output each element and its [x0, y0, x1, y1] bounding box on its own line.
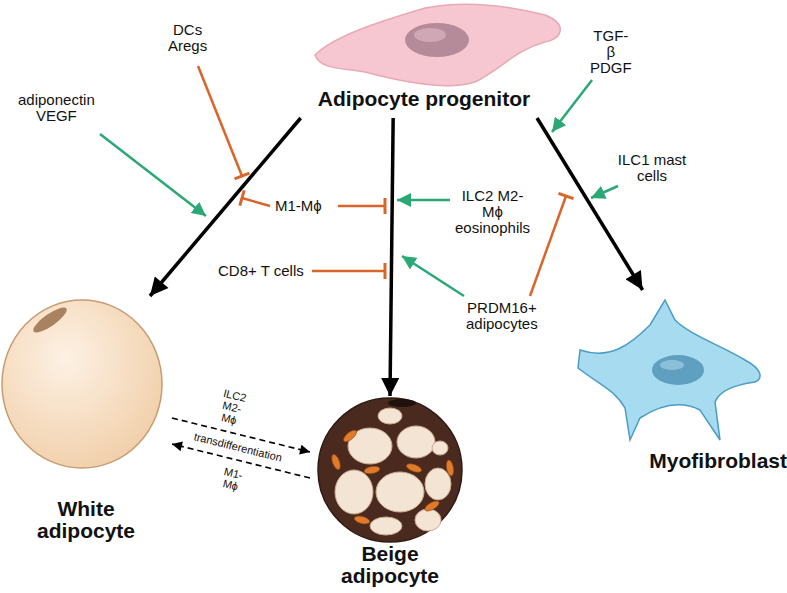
differentiation-arrow — [537, 118, 643, 290]
activation-arrow — [402, 256, 464, 296]
regulator-label: TGF-β PDGF — [590, 28, 632, 76]
white-adipocyte: White adipocyte — [0, 296, 172, 556]
lipid-droplet — [397, 426, 435, 458]
progenitor-cell: Adipocyte progenitor — [275, 0, 573, 118]
inhibition-line — [198, 66, 242, 176]
inhibition-line — [530, 196, 566, 296]
regulator-label: CD8+ T cells — [218, 263, 304, 279]
inhibition-line — [242, 198, 270, 206]
differentiation-arrow — [390, 118, 393, 396]
cell-body — [578, 300, 760, 440]
activation-arrow — [591, 186, 618, 198]
activation-arrow — [100, 134, 206, 216]
edge-label: ILC2 M2-Mϕ — [216, 387, 247, 428]
nucleus — [405, 23, 469, 57]
nucleus — [30, 304, 70, 337]
inhibition-bar — [384, 263, 387, 279]
regulator-label: DCs Aregs — [168, 22, 207, 54]
mitochondrion — [405, 462, 422, 474]
nucleus — [652, 355, 704, 385]
mitochondrion — [330, 453, 342, 470]
mitochondrion — [342, 428, 359, 444]
inhibition-bar — [384, 198, 387, 214]
mitochondrion — [353, 515, 370, 526]
mitochondrion — [423, 499, 440, 513]
lipid-droplet — [425, 468, 451, 500]
inhibition-bar — [558, 193, 573, 198]
cell-name: Beige adipocyte — [335, 543, 445, 587]
lipid-droplet — [415, 509, 441, 531]
activation-arrow — [552, 80, 592, 132]
lipid-droplet — [335, 470, 373, 514]
lipid-droplet — [376, 472, 424, 512]
mitochondrion — [364, 465, 381, 475]
nucleus — [388, 399, 416, 407]
regulator-label: adiponectin VEGF — [18, 92, 95, 124]
regulator-label: ILC1 mast cells — [612, 152, 692, 184]
cell-name: Adipocyte progenitor — [275, 88, 573, 110]
edge-label: M1-Mϕ — [220, 465, 244, 493]
myofibroblast-cell: Myofibroblast — [570, 290, 787, 480]
inhibition-bar — [235, 173, 250, 179]
cell-body — [318, 398, 462, 542]
lipid-cell — [2, 300, 162, 468]
activation-arrow — [397, 199, 450, 202]
inhibition-line — [338, 205, 385, 208]
inhibition-line — [312, 270, 385, 273]
regulator-label: PRDM16+ adipocytes — [466, 300, 538, 332]
process-label: transdifferentiation — [193, 430, 284, 463]
regulator-label: M1-Mϕ — [275, 198, 322, 214]
lipid-droplet — [432, 441, 448, 455]
lipid-droplet — [378, 408, 402, 424]
nucleus-highlight — [660, 360, 684, 370]
lipid-droplet — [370, 517, 402, 535]
cell-name: Myofibroblast — [570, 450, 787, 472]
inhibition-bar — [240, 190, 244, 205]
nucleus-highlight — [414, 28, 446, 42]
cell-name: White adipocyte — [26, 498, 146, 542]
cell-body — [315, 4, 560, 86]
mitochondrion — [445, 460, 455, 477]
beige-adipocyte: Beige adipocyte — [310, 396, 470, 593]
regulator-label: ILC2 M2-Mϕ eosinophils — [455, 188, 530, 236]
